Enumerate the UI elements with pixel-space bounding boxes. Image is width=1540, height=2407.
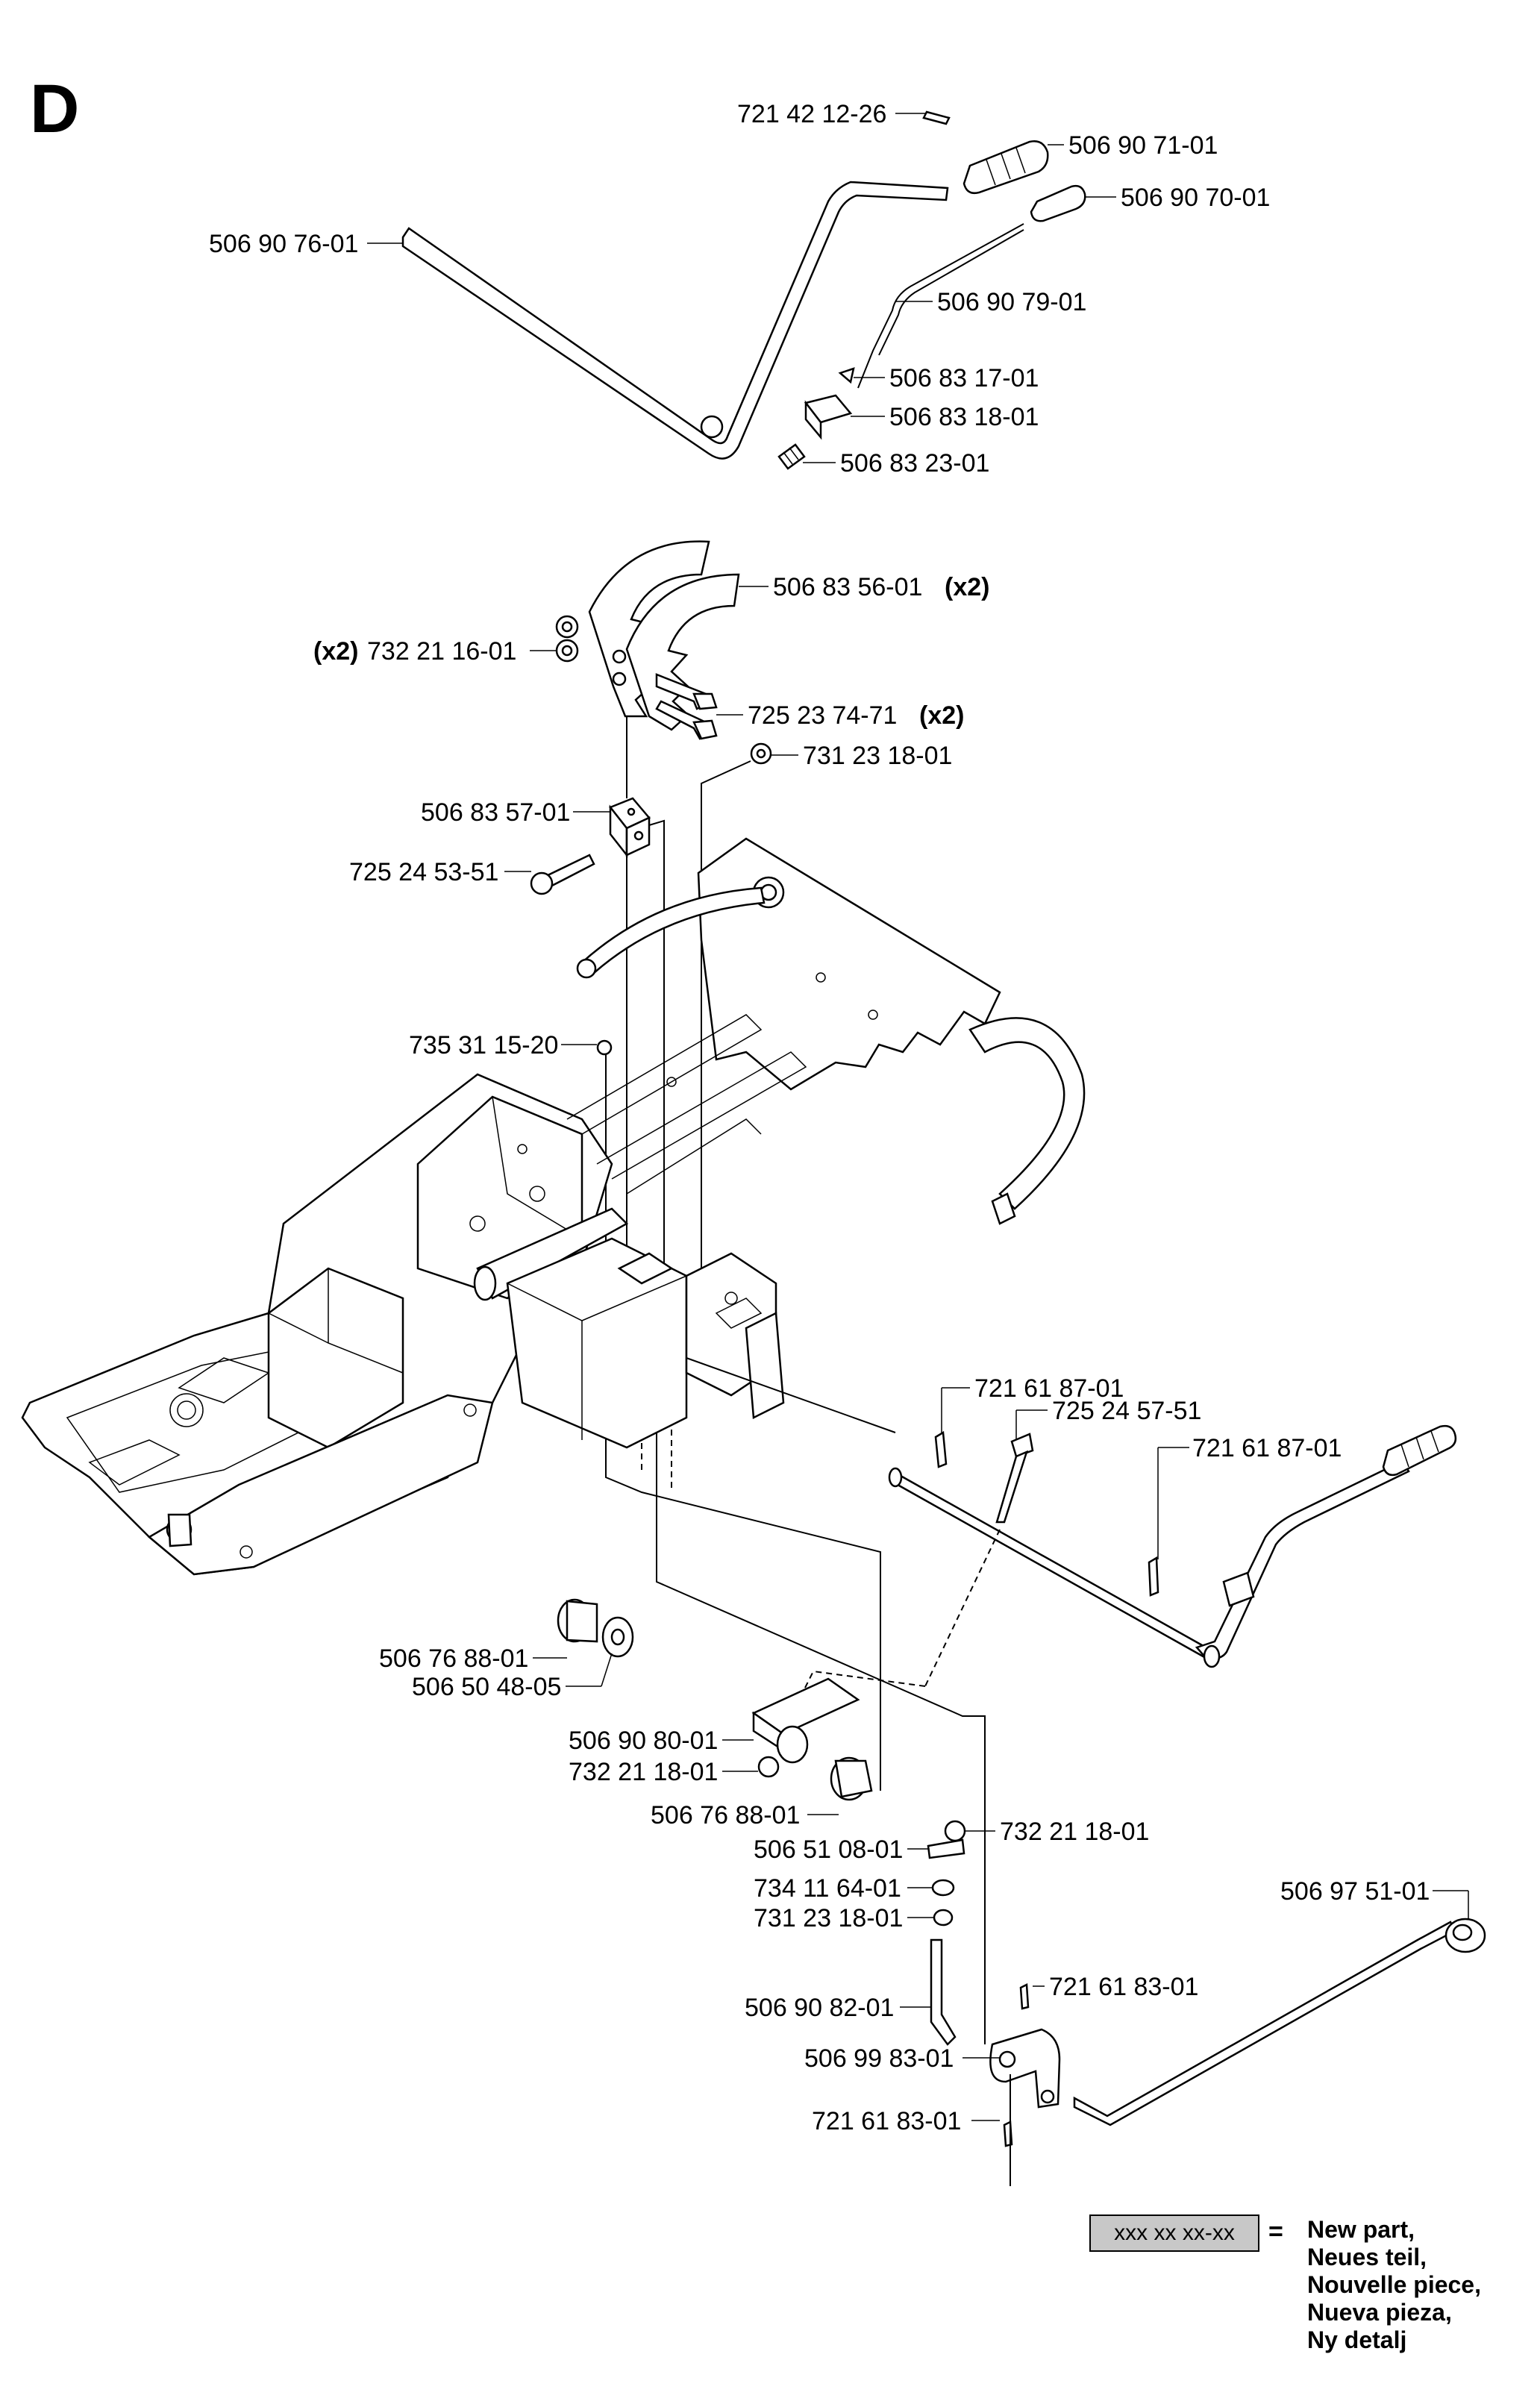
section-letter: D (30, 71, 80, 147)
part-label: 506 83 18-01 (889, 403, 1039, 431)
part-label: 725 23 74-71 (748, 701, 897, 730)
part-label: 506 90 70-01 (1121, 184, 1270, 212)
part-label: 725 24 53-51 (349, 858, 498, 886)
part-label: 721 61 87-01 (1192, 1434, 1342, 1462)
part-label: 506 76 88-01 (651, 1801, 800, 1829)
part-label: 506 99 83-01 (804, 2044, 954, 2073)
part-label: 506 76 88-01 (379, 1644, 528, 1673)
legend-line: Nouvelle piece, (1307, 2271, 1481, 2298)
legend-text: New part, Neues teil, Nouvelle piece, Nu… (1307, 2216, 1481, 2354)
chassis-frame (21, 837, 1086, 1576)
part-label: 732 21 18-01 (1000, 1818, 1149, 1846)
part-label: 734 11 64-01 (754, 1874, 901, 1903)
lower-linkage (557, 1598, 1486, 2186)
bolt-icon (655, 673, 718, 740)
part-label: 506 90 80-01 (569, 1727, 718, 1755)
part-label: 731 23 18-01 (803, 742, 952, 770)
part-label: 506 51 08-01 (754, 1835, 903, 1864)
part-label: 506 90 82-01 (745, 1994, 894, 2022)
part-label: 721 61 83-01 (1049, 1973, 1198, 2001)
part-label: 506 83 17-01 (889, 364, 1039, 392)
part-label: 721 61 83-01 (812, 2107, 961, 2135)
part-label: 735 31 15-20 (409, 1031, 558, 1059)
legend-equals: = (1268, 2217, 1283, 2246)
part-label: 721 42 12-26 (737, 100, 886, 128)
lower-lever-assembly (686, 1357, 1457, 1732)
leader-lines (367, 113, 1469, 2121)
part-label: 732 21 16-01 (367, 637, 516, 666)
part-label: 506 97 51-01 (1280, 1877, 1430, 1906)
legend-line: Ny detalj (1307, 2326, 1407, 2353)
part-label: 506 90 71-01 (1068, 131, 1218, 160)
part-labels: 721 42 12-26 506 90 71-01 506 90 70-01 5… (209, 100, 1430, 2135)
legend-box: xxx xx xx-xx (1089, 2214, 1259, 2252)
part-label: 506 83 23-01 (840, 449, 989, 478)
quantity-label: (x2) (919, 701, 964, 730)
grip-icon (1382, 1424, 1457, 1477)
part-label: 506 83 57-01 (421, 798, 570, 827)
legend-line: Nueva pieza, (1307, 2299, 1452, 2326)
quantity-label: (x2) (313, 637, 358, 666)
part-label: 721 61 87-01 (974, 1374, 1124, 1403)
part-label: 732 21 18-01 (569, 1758, 718, 1786)
part-label: 506 83 56-01 (773, 573, 922, 601)
legend-line: Neues teil, (1307, 2244, 1427, 2270)
part-label: 725 24 57-51 (1052, 1397, 1201, 1425)
part-label: 506 90 76-01 (209, 230, 358, 258)
spring-icon (777, 443, 806, 470)
legend-line: New part, (1307, 2216, 1415, 2243)
part-label: 506 50 48-05 (412, 1673, 561, 1701)
bolt-icon (530, 854, 595, 895)
quantity-label: (x2) (945, 573, 989, 601)
nut-icon (555, 615, 579, 663)
clamp-block (608, 797, 651, 858)
sector-plates (555, 540, 772, 765)
lift-lever-assembly (401, 110, 1086, 470)
nut-icon (750, 742, 772, 765)
part-label: 506 90 79-01 (937, 288, 1086, 316)
part-label: 731 23 18-01 (754, 1904, 903, 1932)
grip-icon (962, 140, 1049, 194)
